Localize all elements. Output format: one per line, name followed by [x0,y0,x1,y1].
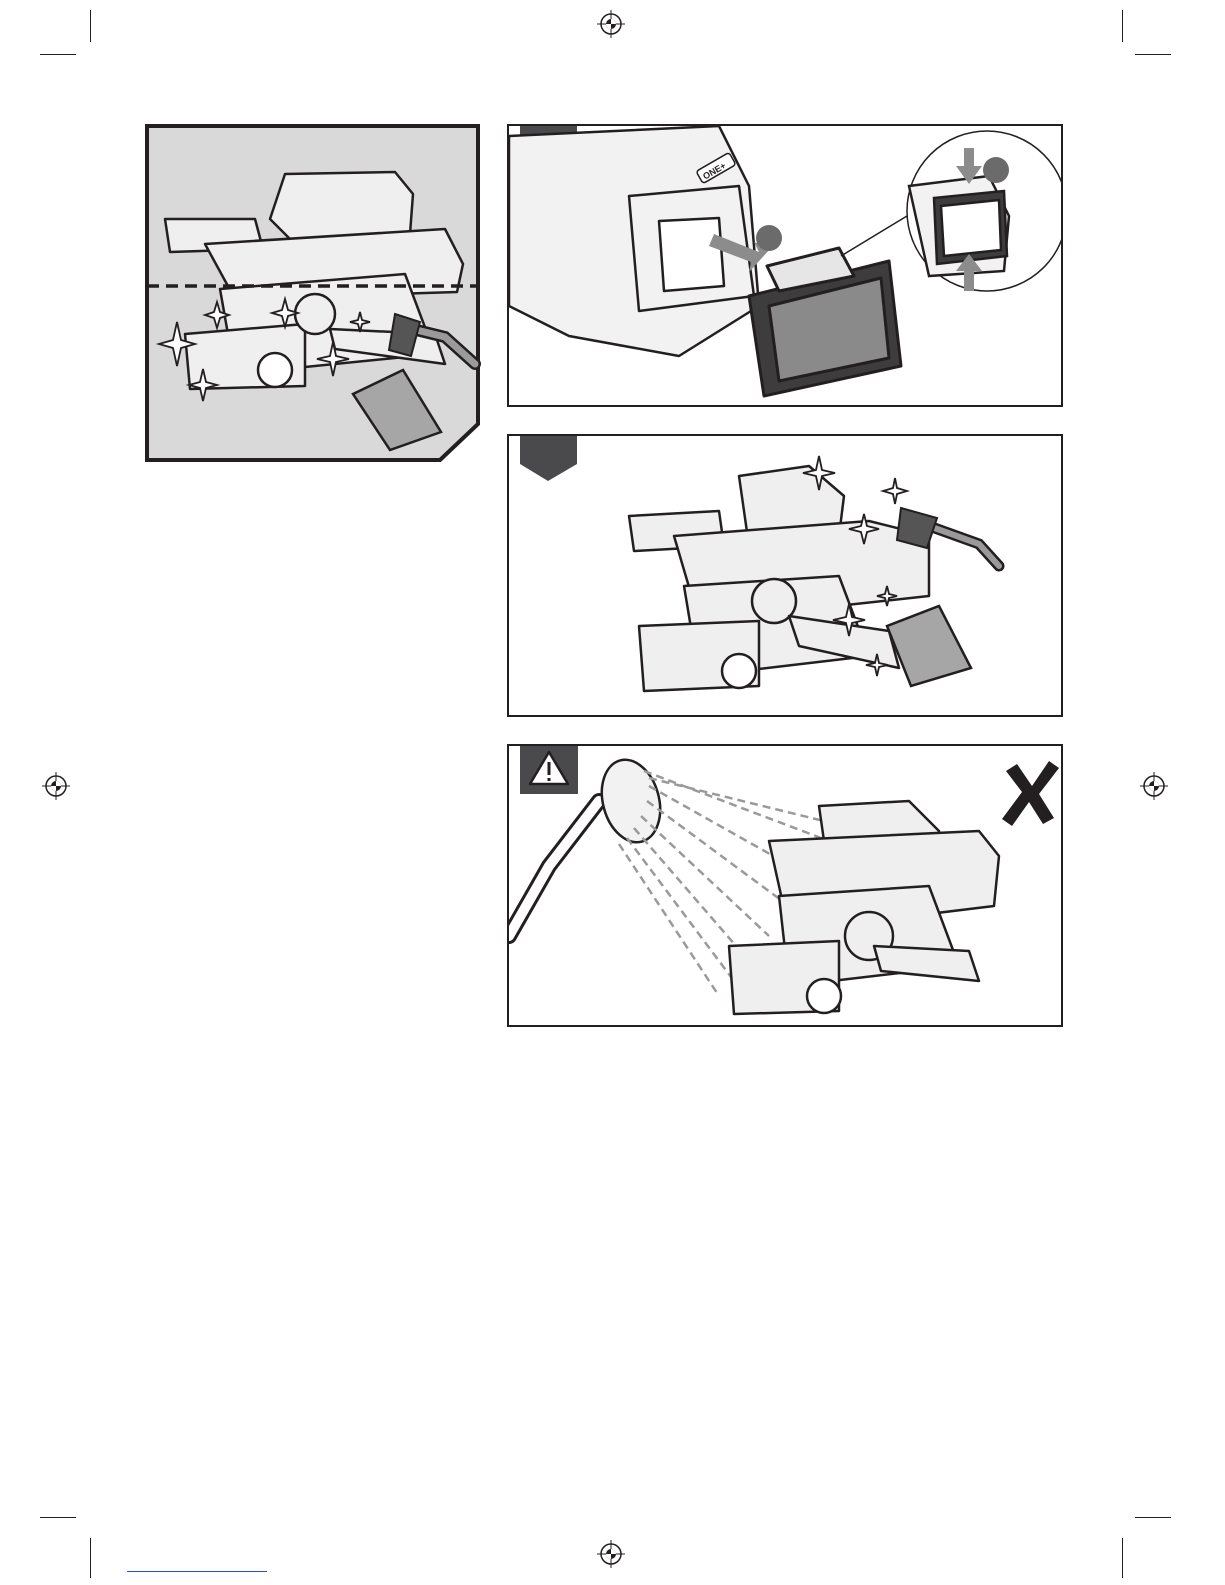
crop-mark-top-left-v [90,10,91,42]
prohibited-x-icon [1002,761,1059,826]
registration-mark-top [597,10,625,38]
registration-mark-left [42,772,70,800]
overview-figure [145,124,481,464]
footer-underline [127,1571,267,1572]
callout-1-icon [756,225,782,251]
shower-head-icon [593,753,669,849]
registration-mark-right [1140,772,1168,800]
crop-mark-bottom-left-h [40,1517,76,1518]
figure-warning [507,744,1063,1027]
figure-step-1: ONE+ [507,124,1063,407]
battery-icon [749,248,901,396]
cloth-icon [887,606,971,686]
crop-mark-bottom-right-h [1135,1517,1171,1518]
crop-mark-top-left-h [40,54,76,55]
registration-mark-bottom [597,1540,625,1568]
crop-mark-top-right-h [1135,54,1171,55]
cleaning-illustration [509,436,1061,715]
figure-step-2 [507,434,1063,717]
callout-2-icon [983,157,1009,183]
crop-mark-bottom-right-v [1122,1538,1123,1578]
battery-removal-illustration [509,126,1061,405]
crop-mark-bottom-left-v [90,1538,91,1578]
crop-mark-top-right-v [1122,10,1123,42]
water-spray-illustration [509,746,1061,1025]
